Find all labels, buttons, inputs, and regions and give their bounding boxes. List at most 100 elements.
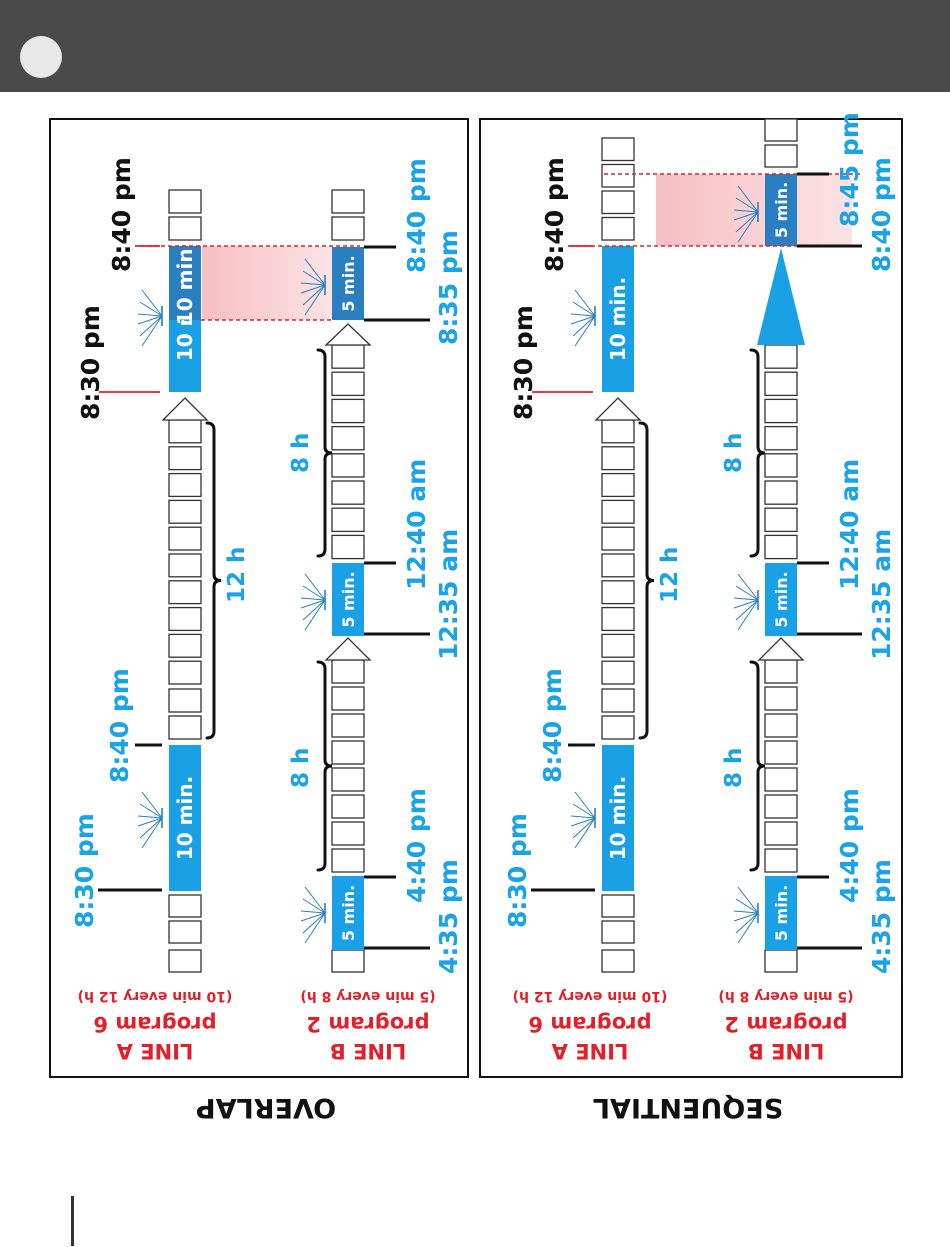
overlap-line-a-program-group: program 6: [93, 1012, 216, 1036]
sequential-line-b-end-1-group: 4:40 pm: [835, 788, 864, 903]
overlap-line-a-sprinkler-1-spray: [141, 791, 163, 819]
overlap-line-b-sprinkler-2: [300, 573, 326, 631]
sequential-line-b-cell: [764, 821, 798, 846]
overlap-line-b-sprinkler-3-spray: [304, 258, 326, 286]
overlap-line-a-sprinkler-2-spray: [137, 315, 163, 325]
sequential-line-b-sprinkler-1: [733, 886, 759, 944]
overlap-line-b-sprinkler-3-spray: [300, 284, 326, 294]
page-badge-circle: [20, 36, 62, 78]
overlap-line-b-brace-1: [316, 660, 333, 872]
sequential-line-b-interval-1-group: 8 h: [721, 748, 747, 788]
sequential-line-b-start-3-group: 8:40 pm: [867, 157, 896, 272]
sequential-line-b-cell: [764, 949, 798, 973]
sequential-line-b-name-group: LINE B: [748, 1039, 824, 1063]
header-bar: [0, 0, 950, 92]
sequential-line-b-sprinkler-2-spray: [735, 599, 759, 621]
overlap-line-b-start-1: 4:35 pm: [434, 859, 463, 974]
sequential-line-b-cell: [764, 686, 798, 711]
overlap-line-b-cell: [331, 659, 365, 684]
overlap-line-a-sprinkler-2-spray: [137, 313, 163, 317]
sequential-line-b-sprinkler-1-spray: [733, 910, 759, 914]
overlap-line-b-end-2: 12:40 am: [402, 459, 431, 590]
overlap-line-a-cell: [168, 580, 202, 605]
sequential-line-b-sprinkler-3-spray: [735, 211, 759, 233]
overlap-line-a-sprinkler-2: [137, 289, 163, 347]
sequential-line-b-interval-1: 8 h: [721, 748, 747, 788]
sequential-line-a-sprinkler-1-spray: [574, 791, 596, 819]
sequential-line-a-note: (10 min every 12 h): [513, 988, 668, 1004]
overlap-line-b-end-1: 4:40 pm: [402, 788, 431, 903]
overlap-line-b-interval-1: 8 h: [288, 748, 314, 788]
sequential-line-b-sprinkler-2-spray: [737, 599, 759, 631]
sequential-line-b-sprinkler-1-spray: [735, 912, 759, 934]
sequential-line-b-sprinkler-2-spray: [733, 597, 759, 601]
overlap-line-a-name-group: LINE A: [116, 1039, 193, 1063]
sequential-line-a-interval-group: 12 h: [657, 547, 683, 603]
overlap-line-b-interval-2: 8 h: [288, 433, 314, 473]
sequential-line-b-sprinkler-2-spray: [733, 599, 759, 609]
overlap-line-a-end-2-group: 8:40 pm: [107, 157, 136, 272]
overlap-line-b-start-2: 12:35 am: [434, 529, 463, 660]
sequential-line-b-block-3: [765, 174, 797, 246]
overlap-line-a-sprinkler-2-spray: [141, 315, 163, 347]
sequential-line-b-sprinkler-1-spray: [733, 912, 759, 922]
sequential-line-a-cell: [601, 715, 635, 740]
sequential-line-b-program: program 2: [724, 1012, 847, 1036]
sequential-line-a-cell: [601, 688, 635, 713]
sequential-line-a-end-2: 8:40 pm: [540, 157, 569, 272]
footer-rule: [71, 1196, 74, 1246]
sequential-line-b-note: (5 min every 8 h): [718, 988, 853, 1004]
overlap-line-a-cell: [168, 526, 202, 551]
overlap-line-a-end-1: 8:40 pm: [105, 668, 134, 783]
sequential-line-b-cell: [764, 507, 798, 533]
sequential-line-a-cell: [601, 553, 635, 578]
sequential-line-a-block-1: [602, 745, 634, 891]
sequential-line-b-end-1: 4:40 pm: [835, 788, 864, 903]
sequential-line-a-cell: [601, 419, 635, 444]
overlap-line-b-start-3: 8:35 pm: [434, 230, 463, 345]
sequential-line-a-cell: [601, 163, 635, 188]
sequential-line-a-cell: [601, 949, 635, 973]
overlap-line-b-sprinkler-1-spray: [304, 886, 326, 914]
sequential-line-a-sprinkler-2-spray: [572, 315, 596, 337]
overlap-line-b-name-group: LINE B: [330, 1039, 406, 1063]
overlap-line-b-cell: [331, 686, 365, 711]
sequential-title: SEQUENTIAL: [593, 1092, 783, 1123]
sequential-line-b-block-2-label-group: 5 min.: [772, 571, 791, 627]
sequential-line-b-start-1: 4:35 pm: [867, 859, 896, 974]
sequential-line-b-interval-2-group: 8 h: [721, 433, 747, 473]
overlap-line-a-cell: [168, 949, 202, 973]
sequential-line-a-block-2-label: 10 min.: [606, 277, 630, 361]
overlap-line-b-sprinkler-3-spray: [302, 284, 326, 306]
overlap-line-a-cell: [168, 633, 202, 658]
overlap-line-b-sprinkler-3-spray: [304, 284, 326, 316]
sequential-line-a-sprinkler-1: [570, 791, 596, 849]
sequential-line-b-note-group: (5 min every 8 h): [718, 988, 853, 1004]
sequential-line-a-sprinkler-1-spray: [574, 817, 596, 849]
sequential-line-b-end-3: 8:45 pm: [835, 112, 864, 227]
overlap-line-b-block-2-label: 5 min.: [339, 571, 358, 627]
sequential-line-b-sprinkler-3-spray: [733, 211, 759, 221]
sequential-line-b-sprinkler-3-spray: [733, 209, 759, 213]
overlap-line-a-sprinkler-1-spray: [137, 817, 163, 827]
sequential-line-b-block-3-label-group: 5 min.: [772, 182, 791, 238]
sequential-line-b-block-2: [765, 563, 797, 636]
overlap-line-b-cell: [331, 507, 365, 533]
overlap-line-b-block-1: [332, 876, 364, 950]
overlap-line-b-interval-2-group: 8 h: [288, 433, 314, 473]
overlap-line-a-cell: [168, 553, 202, 578]
sequential-line-a-cell: [601, 472, 635, 498]
overlap-line-a-arrow: [161, 397, 209, 421]
overlap-line-b-cell: [331, 371, 365, 397]
sequential-line-b-start-2-group: 12:35 am: [867, 529, 896, 660]
overlap-line-a-cell: [168, 606, 202, 632]
sequential-line-b-program-group: program 2: [724, 1012, 847, 1036]
sequential-line-a-cell: [601, 920, 635, 944]
sequential-line-a-sprinkler-2-spray: [570, 315, 596, 325]
overlap-line-a-start-2: 8:30 pm: [76, 305, 105, 420]
overlap-line-b-block-3-label: 5 min.: [339, 255, 358, 311]
overlap-line-a-note-group: (10 min every 12 h): [78, 988, 233, 1004]
sequential-line-b-block-1: [765, 876, 797, 950]
overlap-line-b-sprinkler-3-spray: [302, 270, 326, 286]
